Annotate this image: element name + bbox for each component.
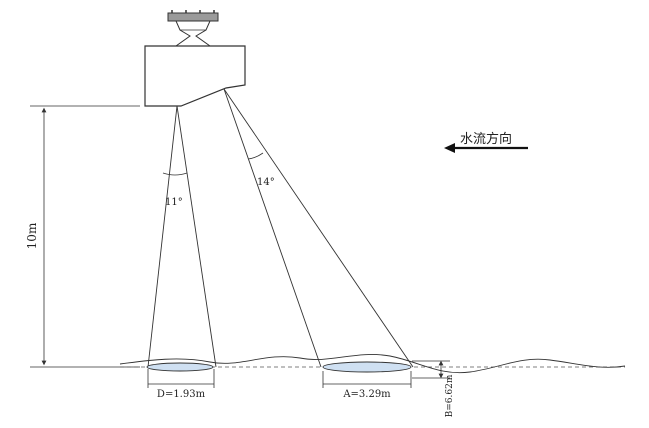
footprint-d-label: D=1.93m	[157, 389, 206, 400]
footprint-oblique	[322, 361, 412, 373]
footprint-b-label: B=6.62m	[445, 374, 455, 417]
mount-bracket	[174, 20, 212, 47]
vertical-beam: 11°	[147, 105, 217, 368]
sonar-device-body	[144, 45, 246, 107]
height-dimension: 10m	[25, 105, 140, 368]
mount-plate	[167, 12, 219, 22]
dimension-a: A=3.29m	[322, 371, 412, 400]
height-label: 10m	[25, 222, 39, 249]
angle-vertical-label: 11°	[165, 197, 183, 208]
flow-direction: 水流方向	[444, 131, 528, 153]
device-mount	[167, 10, 219, 47]
angle-oblique-label: 14°	[257, 177, 275, 188]
flow-arrow-head	[444, 143, 455, 153]
oblique-beam: 14°	[223, 88, 414, 368]
flow-direction-label: 水流方向	[460, 131, 512, 147]
riverbed-curve	[119, 354, 626, 374]
footprint-vertical	[146, 362, 214, 372]
dimension-d: D=1.93m	[147, 369, 215, 400]
dimension-b: B=6.62m	[438, 360, 455, 417]
footprint-a-label: A=3.29m	[342, 389, 391, 400]
